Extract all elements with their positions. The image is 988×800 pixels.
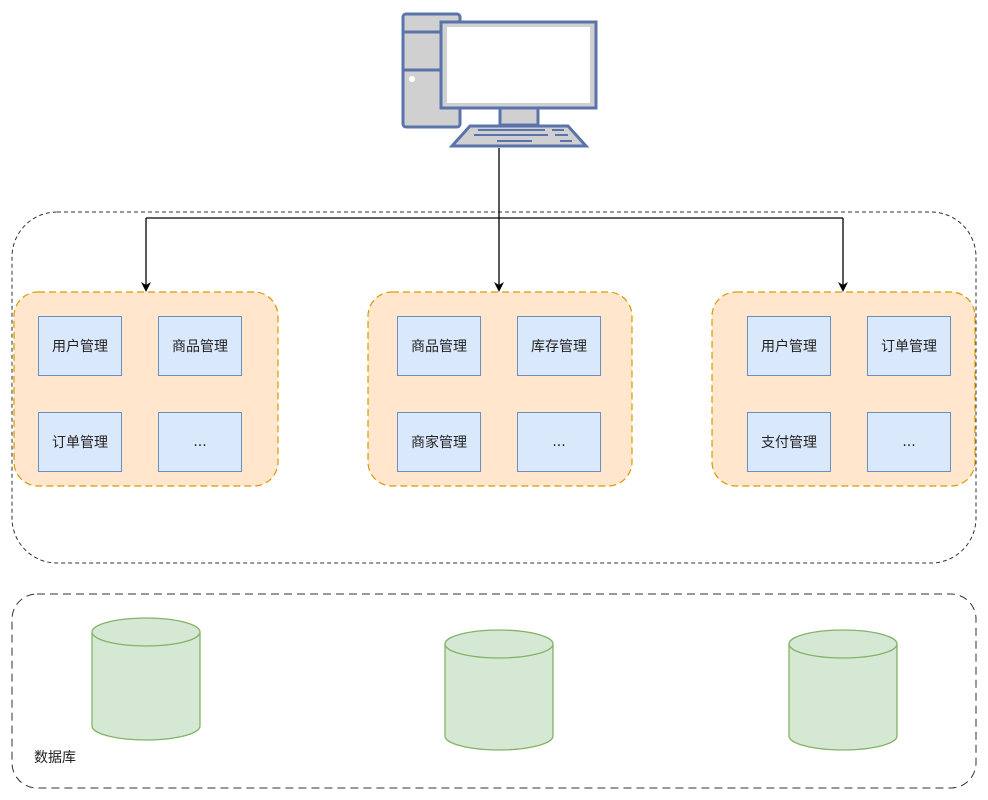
module-box: 库存管理 bbox=[517, 316, 601, 376]
module-box: 商品管理 bbox=[397, 316, 481, 376]
module-box: ... bbox=[158, 412, 242, 472]
database-cylinder-icon bbox=[788, 629, 898, 751]
module-box: 订单管理 bbox=[867, 316, 951, 376]
module-box: 商品管理 bbox=[158, 316, 242, 376]
service-layer-container bbox=[11, 211, 977, 564]
module-box: 支付管理 bbox=[747, 412, 831, 472]
database-layer-container bbox=[11, 593, 977, 789]
module-box: ... bbox=[517, 412, 601, 472]
arrowheads bbox=[141, 282, 848, 292]
database-cylinder-icon bbox=[444, 629, 554, 751]
module-box: 订单管理 bbox=[38, 412, 122, 472]
module-box: 用户管理 bbox=[38, 316, 122, 376]
database-cylinder-icon bbox=[91, 617, 201, 741]
database-label: 数据库 bbox=[34, 750, 76, 766]
module-box: 商家管理 bbox=[397, 412, 481, 472]
computer-icon bbox=[401, 12, 598, 148]
connector-lines bbox=[145, 148, 844, 288]
module-box: 用户管理 bbox=[747, 316, 831, 376]
module-box: ... bbox=[867, 412, 951, 472]
